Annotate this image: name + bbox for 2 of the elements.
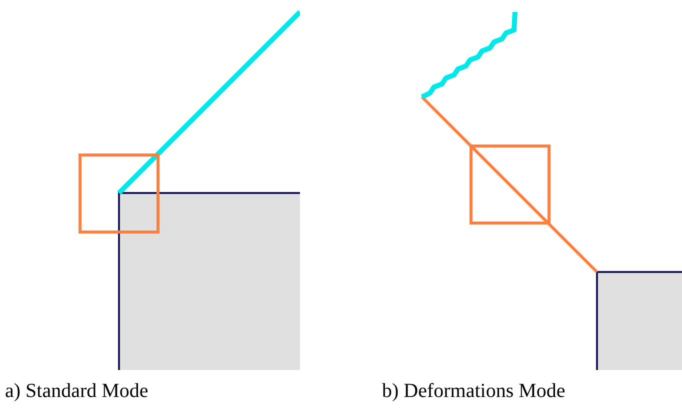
panel-caption: b) Deformations Mode bbox=[382, 379, 566, 404]
panel-caption: a) Standard Mode bbox=[5, 379, 148, 404]
